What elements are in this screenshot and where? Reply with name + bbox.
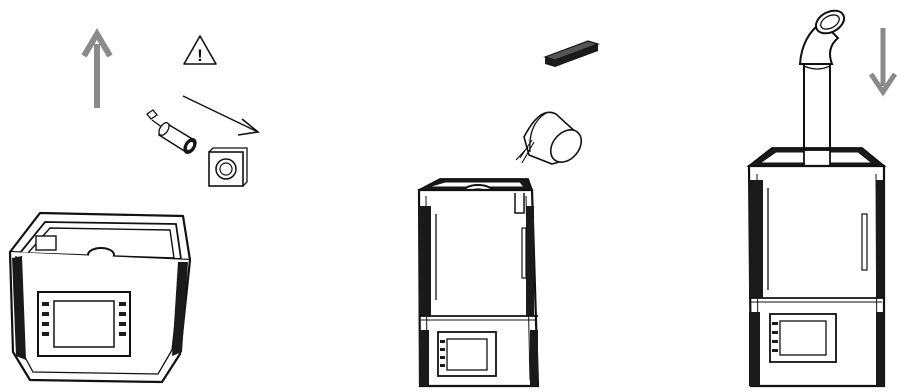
filter-pad-icon [543, 40, 600, 67]
transducer-plate-icon [208, 147, 248, 187]
base-unit-icon [8, 211, 192, 384]
warning-symbol: ! [197, 46, 203, 65]
up-arrow-icon [81, 28, 113, 108]
diagonal-arrow-icon [182, 95, 260, 136]
warning-icon: ! [183, 35, 217, 65]
panel-insert-filter [417, 40, 600, 388]
down-arrow-icon [868, 28, 897, 97]
humidifier-with-nozzle-icon [746, 9, 887, 388]
panel-remove-parts: ! [8, 28, 260, 384]
float-switch-icon [146, 109, 197, 154]
humidifier-body-icon [417, 178, 540, 388]
panel-attach-nozzle [746, 9, 897, 388]
filter-cup-icon [515, 111, 583, 165]
